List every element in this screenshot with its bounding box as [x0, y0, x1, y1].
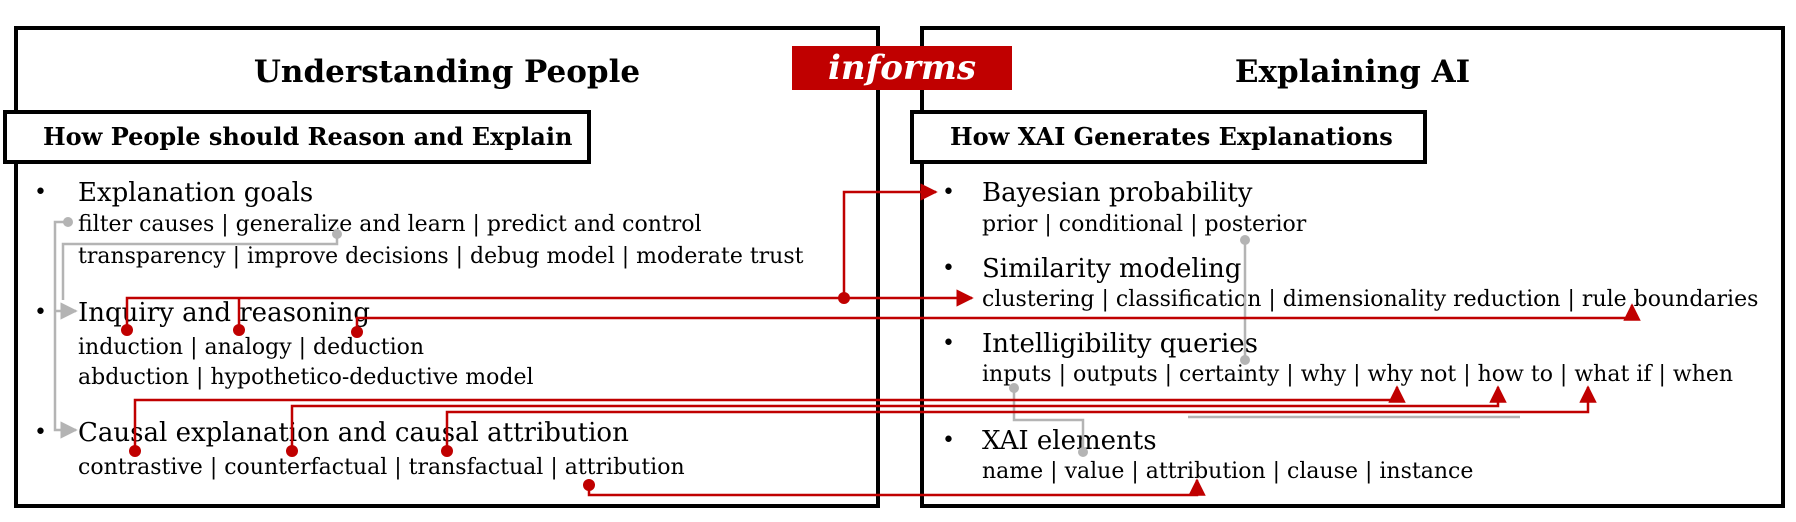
bullet: •: [942, 428, 955, 453]
left-reasoning-line-2: abduction | hypothetico-deductive model: [78, 365, 534, 390]
right-similarity-line-1: clustering | classification | dimensiona…: [982, 287, 1759, 312]
right-heading-bayesian: Bayesian probability: [982, 178, 1253, 208]
left-subheader: How People should Reason and Explain: [3, 110, 591, 164]
bullet: •: [942, 256, 955, 281]
left-causal-line-1: contrastive | counterfactual | transfact…: [78, 455, 685, 480]
right-panel-title: Explaining AI: [1234, 54, 1471, 90]
right-xai-elements-line-1: name | value | attribution | clause | in…: [982, 459, 1474, 484]
left-reasoning-line-1: induction | analogy | deduction: [78, 335, 425, 360]
right-subheader: How XAI Generates Explanations: [910, 110, 1427, 164]
right-intelligibility-line-1: inputs | outputs | certainty | why | why…: [982, 362, 1734, 387]
left-goals-line-1: filter causes | generalize and learn | p…: [78, 212, 702, 237]
left-goals-line-2: transparency | improve decisions | debug…: [78, 244, 804, 269]
bullet: •: [34, 180, 47, 205]
left-panel-title: Understanding People: [253, 54, 641, 90]
left-heading-explanation-goals: Explanation goals: [78, 178, 314, 208]
right-heading-xai-elements: XAI elements: [982, 426, 1157, 456]
right-heading-intelligibility: Intelligibility queries: [982, 329, 1258, 359]
left-heading-inquiry-reasoning: Inquiry and reasoning: [78, 298, 371, 328]
bullet: •: [942, 180, 955, 205]
bullet: •: [34, 300, 47, 325]
right-bayesian-line-1: prior | conditional | posterior: [982, 212, 1307, 237]
bullet: •: [942, 331, 955, 356]
left-heading-causal-explanation: Causal explanation and causal attributio…: [78, 418, 629, 448]
informs-label: informs: [792, 46, 1012, 90]
right-heading-similarity: Similarity modeling: [982, 254, 1242, 284]
bullet: •: [34, 420, 47, 445]
